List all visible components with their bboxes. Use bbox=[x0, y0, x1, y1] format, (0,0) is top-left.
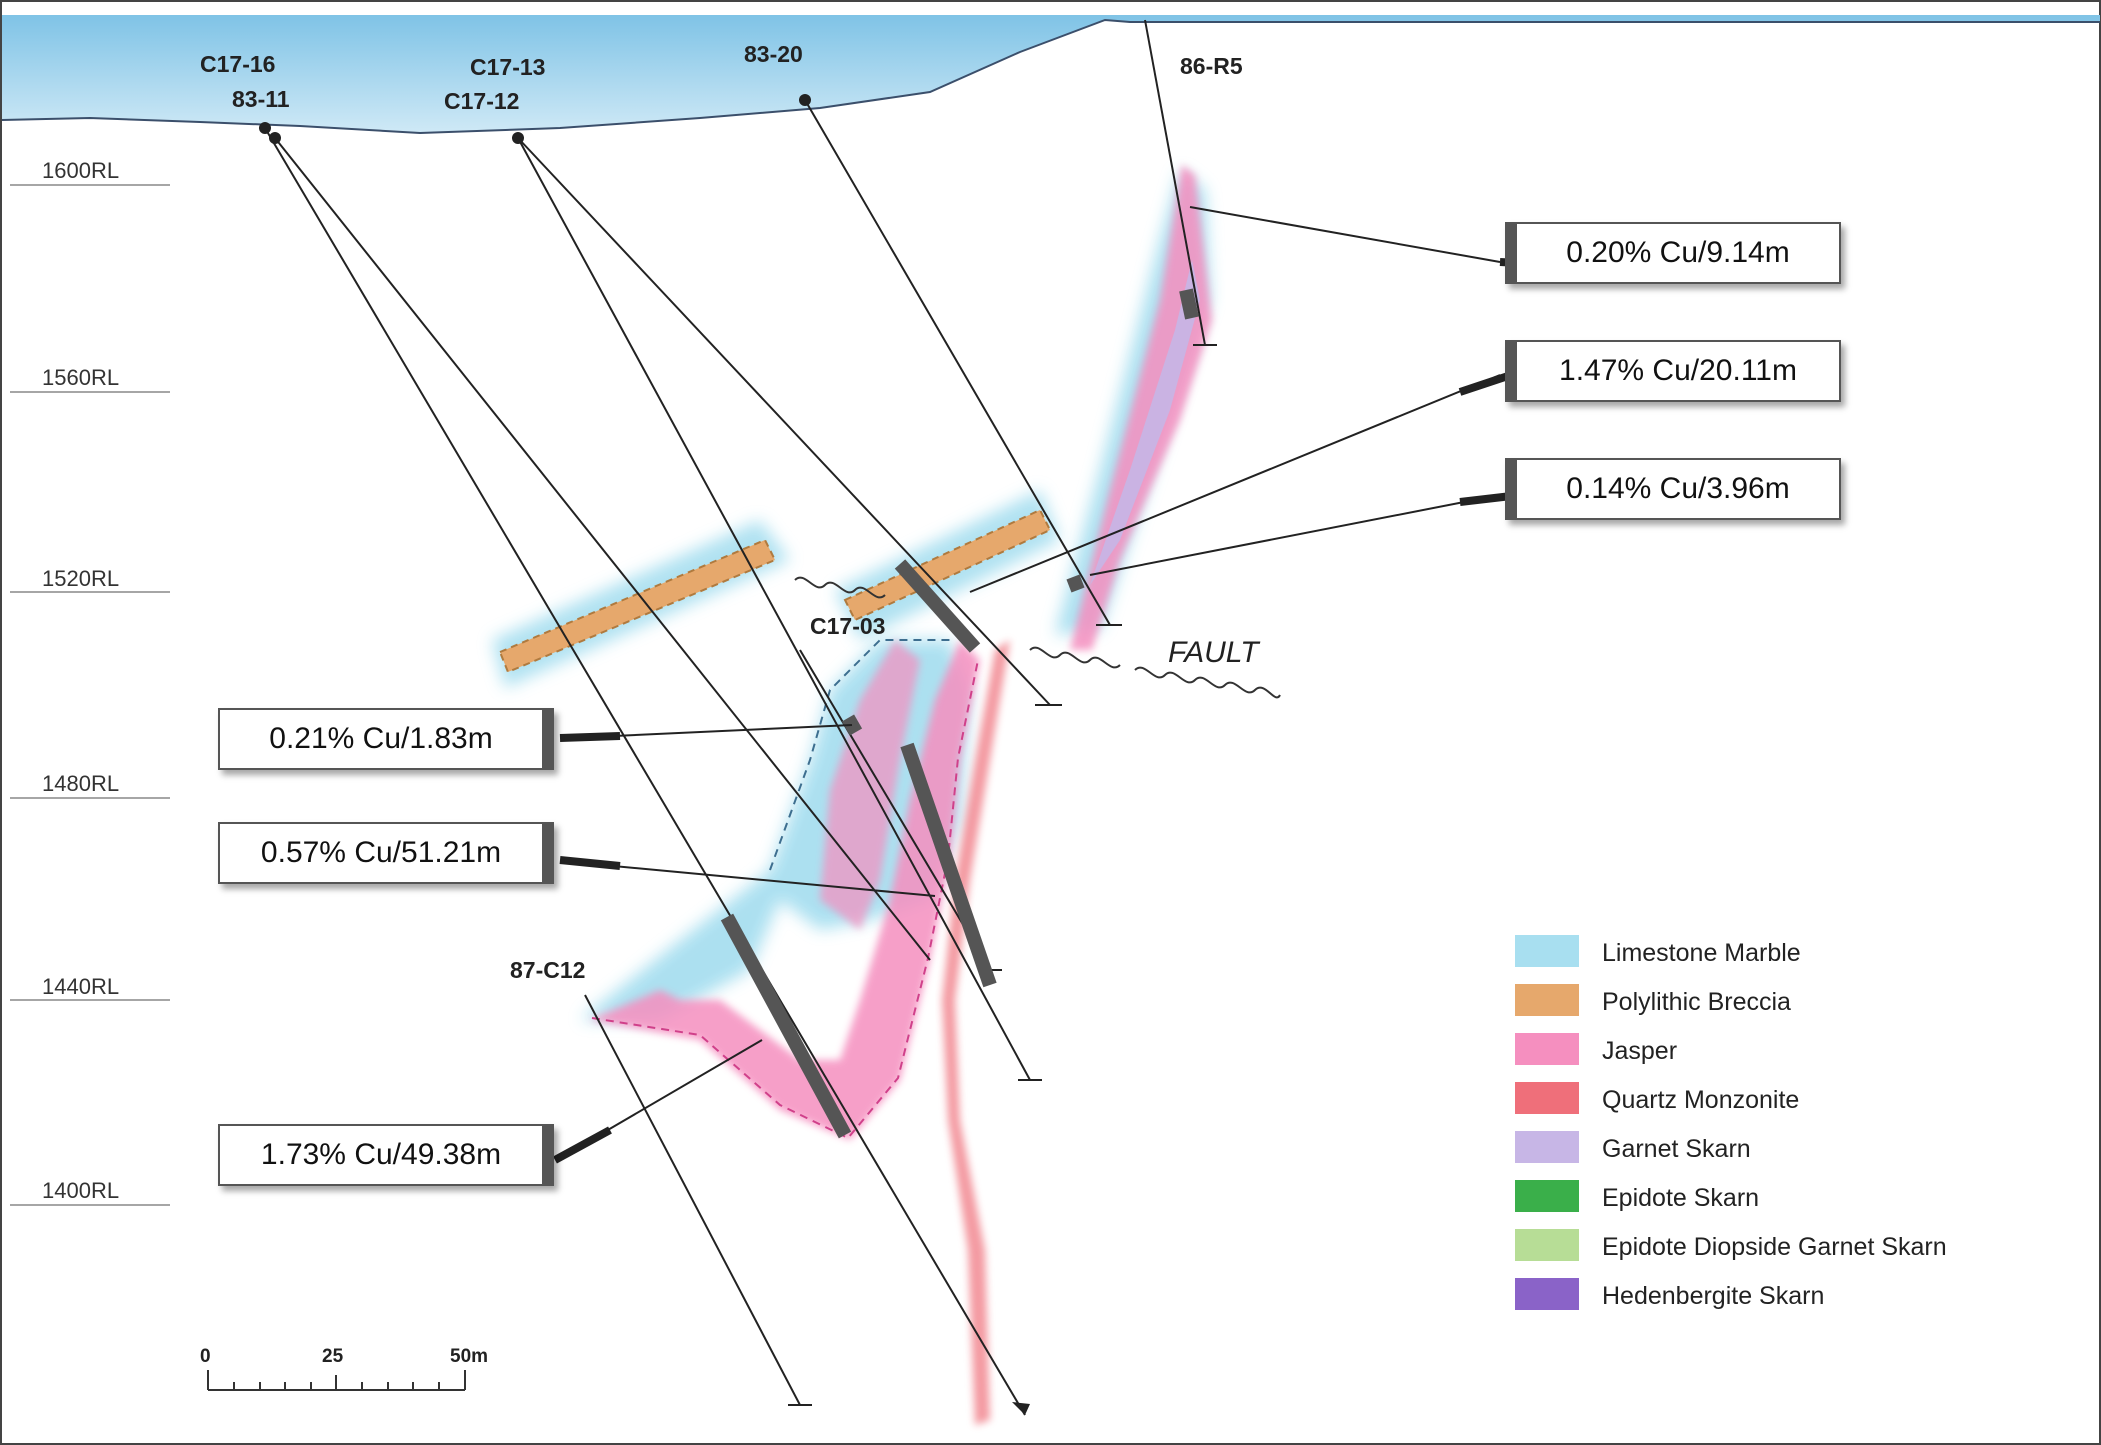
elevation-label-1400: 1400RL bbox=[42, 1178, 119, 1203]
legend-swatch-quartz-monzonite bbox=[1515, 1082, 1579, 1114]
scale-label-25: 25 bbox=[322, 1346, 344, 1367]
elevation-label-1560: 1560RL bbox=[42, 365, 119, 390]
legend-label-polylithic-breccia: Polylithic Breccia bbox=[1602, 988, 1791, 1016]
intercept-callout-1: 0.20% Cu/9.14m bbox=[1505, 222, 1841, 284]
legend-label-hedenbergite-skarn: Hedenbergite Skarn bbox=[1602, 1282, 1824, 1310]
legend-label-epidote-diopside-garnet-skarn: Epidote Diopside Garnet Skarn bbox=[1602, 1233, 1947, 1261]
drill-hole-label-c17-13: C17-13 bbox=[470, 54, 545, 80]
legend-swatch-limestone-marble bbox=[1515, 935, 1579, 967]
drill-hole-label-c17-12: C17-12 bbox=[444, 88, 519, 114]
intercept-callout-2: 1.47% Cu/20.11m bbox=[1505, 340, 1841, 402]
legend-label-jasper: Jasper bbox=[1602, 1037, 1677, 1065]
fault-trace bbox=[794, 576, 1281, 699]
legend-swatch-garnet-skarn bbox=[1515, 1131, 1579, 1163]
jasper-contact-outline bbox=[769, 639, 950, 871]
drill-hole-label-86-r5: 86-R5 bbox=[1180, 53, 1243, 79]
elevation-label-1440: 1440RL bbox=[42, 974, 119, 999]
jasper-body-north bbox=[1070, 165, 1212, 650]
jasper-body-central bbox=[590, 640, 980, 1140]
topography-line bbox=[1, 18, 2100, 135]
legend-swatch-epidote-diopside-garnet-skarn bbox=[1515, 1229, 1579, 1261]
legend-swatch-epidote-skarn bbox=[1515, 1180, 1579, 1212]
drill-arrow bbox=[1012, 1402, 1030, 1415]
drill-hole-label-c17-03: C17-03 bbox=[810, 613, 885, 639]
intercept-callout-6: 1.73% Cu/49.38m bbox=[218, 1124, 554, 1186]
legend-label-epidote-skarn: Epidote Skarn bbox=[1602, 1184, 1759, 1212]
drill-collars bbox=[259, 94, 811, 144]
drill-hole-label-83-11: 83-11 bbox=[232, 86, 290, 112]
fault-label: FAULT bbox=[1168, 636, 1261, 669]
intercept-callout-5: 0.57% Cu/51.21m bbox=[218, 822, 554, 884]
scale-label-50m: 50m bbox=[450, 1346, 488, 1367]
polylithic-breccia-band-west bbox=[498, 538, 777, 674]
drill-hole-ends bbox=[788, 344, 1217, 1406]
elevation-label-1520: 1520RL bbox=[42, 566, 119, 591]
polylithic-breccia-band-east bbox=[843, 508, 1052, 622]
intercept-callout-4: 0.21% Cu/1.83m bbox=[218, 708, 554, 770]
elevation-ticks bbox=[10, 184, 170, 1206]
drill-hole-label-83-20: 83-20 bbox=[744, 41, 803, 67]
elevation-label-1480: 1480RL bbox=[42, 771, 119, 796]
scale-label-0: 0 bbox=[200, 1346, 211, 1367]
skarn-contact-outline bbox=[591, 659, 979, 1140]
elevation-label-1600: 1600RL bbox=[42, 158, 119, 183]
legend-label-garnet-skarn: Garnet Skarn bbox=[1602, 1135, 1751, 1163]
legend-swatch-jasper bbox=[1515, 1033, 1579, 1065]
drill-hole-label-c17-16: C17-16 bbox=[200, 51, 275, 77]
sky-area bbox=[2, 15, 2100, 133]
legend-swatch-hedenbergite-skarn bbox=[1515, 1278, 1579, 1310]
intercept-callout-3: 0.14% Cu/3.96m bbox=[1505, 458, 1841, 520]
garnet-skarn-body bbox=[1090, 260, 1200, 585]
scale-bar bbox=[207, 1370, 466, 1391]
drill-hole-label-87-c12: 87-C12 bbox=[510, 957, 585, 983]
legend: Limestone Marble Polylithic Breccia Jasp… bbox=[1515, 935, 1947, 1310]
legend-swatch-polylithic-breccia bbox=[1515, 984, 1579, 1016]
legend-label-quartz-monzonite: Quartz Monzonite bbox=[1602, 1086, 1799, 1114]
quartz-monzonite-dike bbox=[942, 640, 1010, 1425]
drill-traces bbox=[264, 19, 1206, 1416]
legend-label-limestone-marble: Limestone Marble bbox=[1602, 939, 1801, 967]
